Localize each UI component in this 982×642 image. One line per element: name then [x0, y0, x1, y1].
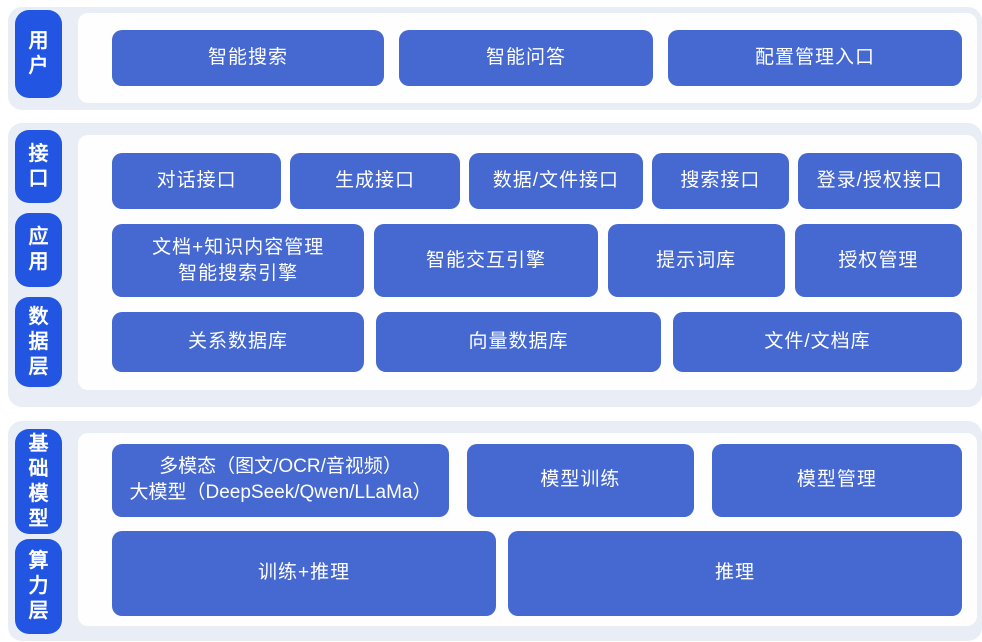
block-interaction-engine: 智能交互引擎 — [374, 224, 598, 297]
block-multimodal-llm-line1: 多模态（图文/OCR/音视频） — [159, 456, 402, 477]
layer-tab-application-label: 应用 — [28, 226, 49, 273]
block-doc-knowledge-search-engine: 文档+知识内容管理 智能搜索引擎 — [112, 224, 365, 297]
panel-user: 智能搜索 智能问答 配置管理入口 — [78, 13, 977, 103]
block-doc-knowledge-line2: 智能搜索引擎 — [178, 262, 299, 284]
block-auth-management: 授权管理 — [794, 224, 962, 297]
block-doc-knowledge-line1: 文档+知识内容管理 — [152, 236, 325, 258]
layer-tab-foundation-model: 基础模型 — [15, 429, 62, 534]
panel-middle: 对话接口 生成接口 数据/文件接口 搜索接口 登录/授权接口 文档+知识内容管理… — [78, 135, 977, 390]
row-models: 多模态（图文/OCR/音视频） 大模型（DeepSeek/Qwen/LLaMa）… — [112, 443, 962, 517]
layer-tab-compute: 算力层 — [15, 539, 62, 634]
block-model-training: 模型训练 — [467, 443, 694, 517]
row-databases: 关系数据库 向量数据库 文件/文档库 — [112, 312, 962, 372]
layer-section-bottom: 基础模型 算力层 多模态（图文/OCR/音视频） 大模型（DeepSeek/Qw… — [8, 421, 982, 641]
block-training-inference: 训练+推理 — [112, 530, 497, 616]
panel-bottom: 多模态（图文/OCR/音视频） 大模型（DeepSeek/Qwen/LLaMa）… — [78, 433, 977, 626]
block-dialog-api: 对话接口 — [112, 153, 282, 209]
layer-tab-user: 用户 — [15, 10, 62, 98]
block-smart-qa: 智能问答 — [399, 30, 654, 86]
block-login-auth-api: 登录/授权接口 — [797, 153, 962, 209]
block-multimodal-llm: 多模态（图文/OCR/音视频） 大模型（DeepSeek/Qwen/LLaMa） — [112, 443, 450, 517]
layer-tab-application: 应用 — [15, 213, 62, 287]
layer-tab-column-bottom: 基础模型 算力层 — [15, 421, 62, 641]
layer-tab-column-user: 用户 — [15, 7, 62, 110]
block-prompt-library: 提示词库 — [607, 224, 785, 297]
layer-tab-column-middle: 接口 应用 数据层 — [15, 123, 62, 407]
block-inference: 推理 — [508, 530, 962, 616]
layer-tab-data-label: 数据层 — [28, 305, 49, 378]
layer-tab-interface-label: 接口 — [28, 142, 49, 190]
block-model-management: 模型管理 — [711, 443, 962, 517]
layer-tab-compute-label: 算力层 — [28, 550, 49, 622]
block-relational-db: 关系数据库 — [112, 312, 364, 372]
block-search-api: 搜索接口 — [652, 153, 789, 209]
block-multimodal-llm-line2: 大模型（DeepSeek/Qwen/LLaMa） — [129, 482, 432, 503]
layer-tab-user-label: 用户 — [28, 30, 49, 77]
layer-section-user: 用户 智能搜索 智能问答 配置管理入口 — [8, 7, 982, 110]
block-vector-db: 向量数据库 — [376, 312, 661, 372]
layer-section-middle: 接口 应用 数据层 对话接口 生成接口 数据/文件接口 搜索接口 登录/授权接口… — [8, 123, 982, 407]
row-compute: 训练+推理 推理 — [112, 530, 962, 616]
row-user: 智能搜索 智能问答 配置管理入口 — [112, 30, 962, 86]
layer-tab-interface: 接口 — [15, 130, 62, 203]
row-applications: 文档+知识内容管理 智能搜索引擎 智能交互引擎 提示词库 授权管理 — [112, 224, 962, 297]
block-data-file-api: 数据/文件接口 — [468, 153, 644, 209]
layer-tab-foundation-model-label: 基础模型 — [28, 432, 49, 530]
block-file-doc-store: 文件/文档库 — [673, 312, 962, 372]
block-smart-search: 智能搜索 — [112, 30, 384, 86]
layer-tab-data: 数据层 — [15, 297, 62, 387]
block-generation-api: 生成接口 — [290, 153, 460, 209]
block-config-entry: 配置管理入口 — [668, 30, 962, 86]
row-interfaces: 对话接口 生成接口 数据/文件接口 搜索接口 登录/授权接口 — [112, 153, 962, 209]
